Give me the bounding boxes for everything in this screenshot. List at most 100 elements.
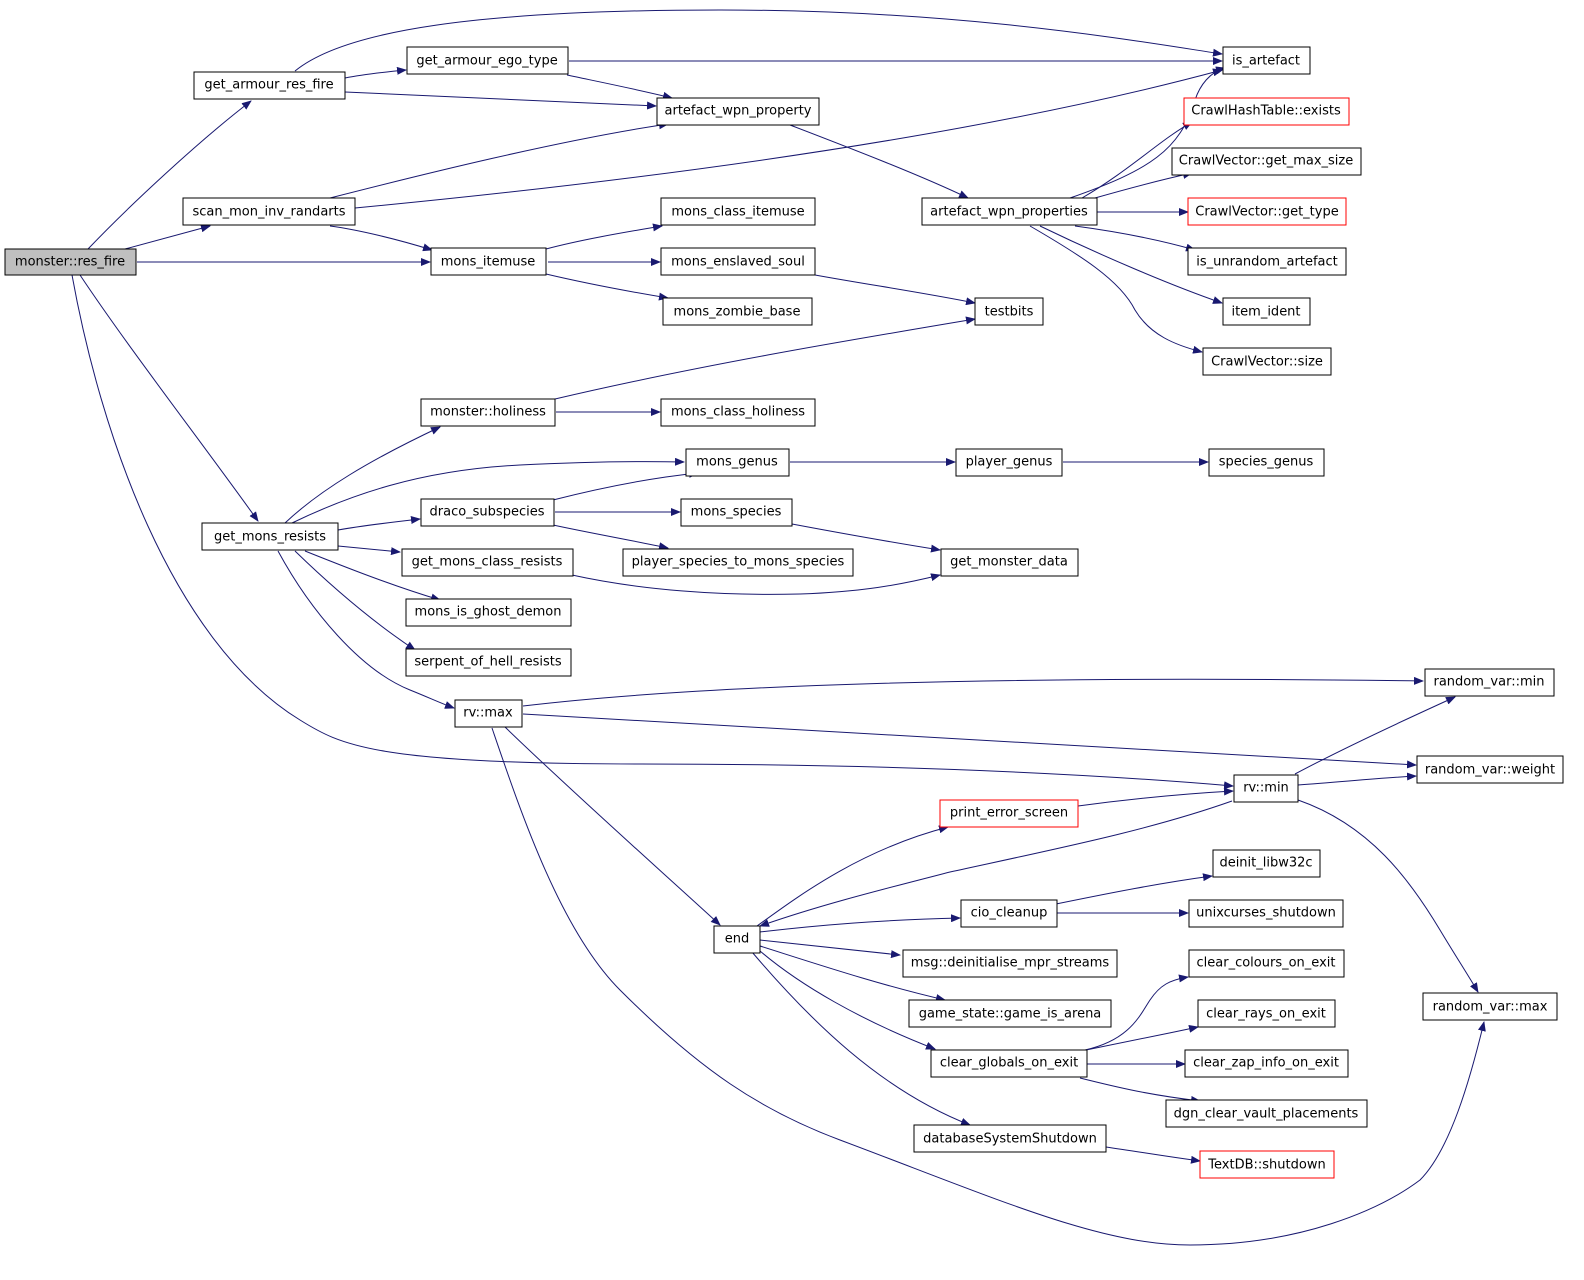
node-monster-res-fire[interactable]: monster::res_fire [4,248,137,276]
node-label: databaseSystemShutdown [923,1132,1097,1147]
edge-artefact_wpn_properties-item_ident [1039,225,1223,304]
node-crawlhashtable-exists[interactable]: CrawlHashTable::exists [1183,97,1350,126]
node-label: CrawlVector::size [1211,355,1323,370]
node-is-artefact[interactable]: is_artefact [1222,46,1311,75]
node-serpent-of-hell-resists[interactable]: serpent_of_hell_resists [405,648,572,677]
node-label: cio_cleanup [971,906,1048,921]
node-label: clear_colours_on_exit [1197,956,1336,971]
node-mons-is-ghost-demon[interactable]: mons_is_ghost_demon [405,598,572,627]
edge-end-game_is_arena [759,945,946,1002]
node-get-mons-class-resists[interactable]: get_mons_class_resists [401,548,574,577]
node-textdb-shutdown[interactable]: TextDB::shutdown [1199,1150,1335,1179]
node-label: get_monster_data [950,555,1068,570]
node-dgn-clear-vault-placements[interactable]: dgn_clear_vault_placements [1165,1099,1368,1128]
node-get-armour-ego-type[interactable]: get_armour_ego_type [406,46,569,75]
edge-get_mons_resists-rv_max [277,550,455,709]
node-label: end [725,932,750,947]
node-label: mons_class_holiness [671,405,805,420]
node-rv-max[interactable]: rv::max [454,699,523,728]
edge-res_fire-get_armour_res_fire [87,100,252,250]
node-print-error-screen[interactable]: print_error_screen [939,799,1079,828]
node-mons-enslaved-soul[interactable]: mons_enslaved_soul [660,247,816,276]
node-label: species_genus [1219,455,1314,470]
edge-clear_globals_on_exit-clear_rays_on_exit [1085,1024,1199,1051]
node-label: draco_subspecies [430,505,545,520]
node-mons-itemuse[interactable]: mons_itemuse [430,247,547,276]
edge-get_mons_resists-mons_genus [291,457,685,524]
edge-end-print_error_screen [756,825,949,927]
node-random-var-min[interactable]: random_var::min [1424,668,1555,697]
node-get-monster-data[interactable]: get_monster_data [940,548,1079,577]
node-label: deinit_libw32c [1219,856,1312,871]
node-rv-min[interactable]: rv::min [1233,774,1299,803]
edge-get_mons_resists-draco_subspecies [337,516,421,531]
node-label: print_error_screen [950,806,1068,821]
node-unixcurses-shutdown[interactable]: unixcurses_shutdown [1188,899,1344,928]
edge-rv_min-end [759,800,1233,927]
node-clear-rays-on-exit[interactable]: clear_rays_on_exit [1197,999,1336,1028]
node-item-ident[interactable]: item_ident [1222,297,1311,326]
node-draco-subspecies[interactable]: draco_subspecies [420,498,555,527]
edge-artefact_wpn_property-artefact_wpn_properties [789,124,969,199]
edge-mons_species-get_monster_data [791,523,941,553]
node-end[interactable]: end [713,925,761,954]
node-player-genus[interactable]: player_genus [955,448,1063,477]
node-label: player_species_to_mons_species [632,555,845,570]
edge-res_fire-scan_mon_inv_randarts [124,224,211,250]
node-player-species-to-mons-species[interactable]: player_species_to_mons_species [622,548,854,577]
node-label: item_ident [1231,305,1300,320]
node-testbits[interactable]: testbits [974,297,1044,326]
edge-draco_subspecies-mons_genus [552,469,699,501]
edge-rv_min-random_var_max [1297,799,1479,993]
node-crawlvector-get-type[interactable]: CrawlVector::get_type [1187,197,1347,226]
edge-scan_mon_inv_randarts-is_artefact [354,68,1223,209]
edge-end-msg_deinitialise [759,939,901,959]
edge-get_armour_res_fire-is_artefact [294,9,1223,72]
node-crawlvector-get-max-size[interactable]: CrawlVector::get_max_size [1171,147,1362,176]
node-label: get_mons_resists [214,530,326,545]
edge-monster_holiness-testbits [554,316,976,400]
node-game-state-game-is-arena[interactable]: game_state::game_is_arena [908,999,1112,1028]
node-cio-cleanup[interactable]: cio_cleanup [960,899,1058,928]
node-label: random_var::weight [1425,763,1555,778]
node-mons-zombie-base[interactable]: mons_zombie_base [662,297,813,326]
node-random-var-weight[interactable]: random_var::weight [1416,755,1564,784]
node-get-mons-resists[interactable]: get_mons_resists [201,522,339,551]
node-label: mons_is_ghost_demon [415,605,562,620]
edge-get_mons_resists-get_mons_class_resists [337,545,401,556]
edge-artefact_wpn_properties-crawlhash_exists [1081,121,1193,199]
node-label: serpent_of_hell_resists [414,655,562,670]
node-scan-mon-inv-randarts[interactable]: scan_mon_inv_randarts [182,197,356,226]
node-label: unixcurses_shutdown [1196,906,1336,921]
node-clear-zap-info-on-exit[interactable]: clear_zap_info_on_exit [1184,1049,1349,1078]
edge-rv_max-random_var_max [491,727,1486,1246]
node-monster-holiness[interactable]: monster::holiness [420,398,556,427]
node-label: mons_itemuse [441,255,536,270]
node-species-genus[interactable]: species_genus [1208,448,1325,477]
node-mons-class-itemuse[interactable]: mons_class_itemuse [660,197,816,226]
edge-res_fire-rv_min [71,274,1234,790]
edge-get_armour_res_fire-artefact_wpn_property [344,91,657,110]
node-label: msg::deinitialise_mpr_streams [911,956,1110,971]
node-clear-globals-on-exit[interactable]: clear_globals_on_exit [930,1049,1088,1078]
node-mons-genus[interactable]: mons_genus [685,448,790,477]
node-artefact-wpn-properties[interactable]: artefact_wpn_properties [921,197,1098,226]
node-random-var-max[interactable]: random_var::max [1422,992,1558,1021]
edge-rv_min-random_var_min [1294,696,1456,775]
node-mons-species[interactable]: mons_species [680,498,793,527]
node-database-system-shutdown[interactable]: databaseSystemShutdown [913,1124,1107,1153]
node-crawlvector-size[interactable]: CrawlVector::size [1202,347,1332,376]
node-mons-class-holiness[interactable]: mons_class_holiness [660,398,816,427]
node-is-unrandom-artefact[interactable]: is_unrandom_artefact [1187,247,1347,276]
node-msg-deinitialise-mpr-streams[interactable]: msg::deinitialise_mpr_streams [902,949,1118,978]
node-clear-colours-on-exit[interactable]: clear_colours_on_exit [1188,949,1345,978]
edge-print_error_screen-rv_min [1077,787,1234,807]
edge-clear_globals_on_exit-dgn_clear_vault_placements [1079,1077,1201,1104]
node-label: clear_rays_on_exit [1206,1007,1326,1022]
edge-get_mons_resists-mons_is_ghost_demon [304,550,441,602]
node-get-armour-res-fire[interactable]: get_armour_res_fire [193,71,346,100]
node-deinit-libw32c[interactable]: deinit_libw32c [1212,849,1321,878]
node-label: clear_globals_on_exit [940,1056,1078,1071]
edge-database_shutdown-textdb_shutdown [1105,1146,1201,1164]
node-artefact-wpn-property[interactable]: artefact_wpn_property [656,97,820,126]
